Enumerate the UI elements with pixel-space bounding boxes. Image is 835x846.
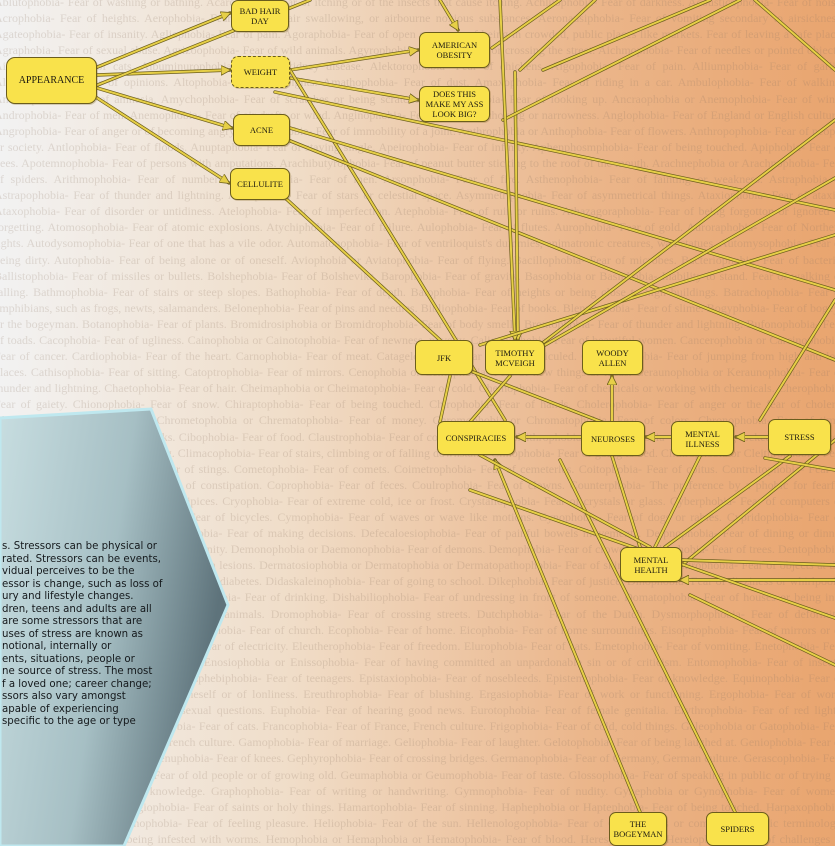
node-does-this-make[interactable]: DOES THIS MAKE MY ASS LOOK BIG? xyxy=(419,86,490,122)
edge xyxy=(479,234,835,346)
edge xyxy=(515,71,518,340)
edge xyxy=(274,91,835,211)
edge xyxy=(681,559,835,566)
node-timothy-mcveigh[interactable]: TIMOTHY MCVEIGH xyxy=(485,340,545,375)
panel-line: ents, situations, people or xyxy=(2,653,135,665)
edge xyxy=(289,50,418,71)
edge xyxy=(472,371,613,427)
panel-line: f a loved one; career change; xyxy=(2,678,152,690)
edge xyxy=(93,95,229,183)
node-mental-illness[interactable]: MENTAL ILLNESS xyxy=(671,421,734,456)
node-mental-health[interactable]: MENTAL HEALTH xyxy=(620,547,682,582)
node-american-obesity[interactable]: AMERICAN OBESITY xyxy=(419,32,490,68)
node-bad-hair-day[interactable]: BAD HAIR DAY xyxy=(231,0,289,32)
node-stress[interactable]: STRESS xyxy=(768,419,831,455)
node-jfk[interactable]: JFK xyxy=(415,340,473,375)
panel-line: are some stressors that are xyxy=(2,616,143,627)
edge xyxy=(499,0,515,340)
edge xyxy=(502,0,741,121)
edge xyxy=(664,455,791,548)
panel-line: ne source of stress. The most xyxy=(2,666,153,677)
edge xyxy=(754,0,835,71)
panel-line: vidual perceives to be the xyxy=(2,566,135,577)
edge xyxy=(759,299,835,421)
edge xyxy=(479,454,651,548)
node-woody-allen[interactable]: WOODY ALLEN xyxy=(582,340,643,375)
edge xyxy=(495,460,641,813)
edge xyxy=(96,87,232,128)
edge xyxy=(542,0,711,71)
edge xyxy=(287,139,835,361)
edge xyxy=(559,459,736,813)
node-weight[interactable]: WEIGHT xyxy=(231,56,290,88)
node-acne[interactable]: ACNE xyxy=(233,114,290,146)
node-spiders[interactable]: SPIDERS xyxy=(706,812,769,846)
edge xyxy=(519,0,596,71)
node-cellulite[interactable]: CELLULITE xyxy=(230,168,290,200)
panel-line: uses of stress are known as xyxy=(2,628,143,640)
edge xyxy=(611,455,641,548)
edge xyxy=(544,177,835,346)
panel-line: ssors also vary amongst xyxy=(2,691,126,702)
panel-line: apable of experiencing xyxy=(2,703,119,715)
edge xyxy=(439,375,451,423)
node-appearance[interactable]: APPEARANCE xyxy=(6,57,97,104)
panel-line: specific to the age or type xyxy=(2,716,136,727)
edge xyxy=(281,194,441,341)
edge xyxy=(689,594,835,666)
edge xyxy=(654,455,701,548)
edge xyxy=(439,0,459,30)
edge xyxy=(94,13,230,69)
panel-line: essor is change, such as loss of xyxy=(2,578,163,590)
node-the-bogeyman[interactable]: THE BOGEYMAN xyxy=(609,812,667,846)
info-panel-shape xyxy=(0,407,230,846)
panel-line: ury and lifestyle changes. xyxy=(2,591,134,602)
edge xyxy=(96,70,230,76)
edge xyxy=(681,439,835,566)
node-conspiracies[interactable]: CONSPIRACIES xyxy=(437,421,515,455)
edge xyxy=(469,375,511,423)
node-neuroses[interactable]: NEUROSES xyxy=(581,421,645,456)
panel-line: s. Stressors can be physical or xyxy=(2,541,157,552)
panel-line: notional, internally or xyxy=(2,641,112,652)
edge xyxy=(764,457,835,471)
info-panel-text: s. Stressors can be physical or rated. S… xyxy=(2,541,214,729)
panel-line: dren, teens and adults are all xyxy=(2,603,152,615)
edge xyxy=(289,77,418,100)
panel-line: rated. Stressors can be events, xyxy=(2,553,161,565)
edge xyxy=(539,119,835,346)
